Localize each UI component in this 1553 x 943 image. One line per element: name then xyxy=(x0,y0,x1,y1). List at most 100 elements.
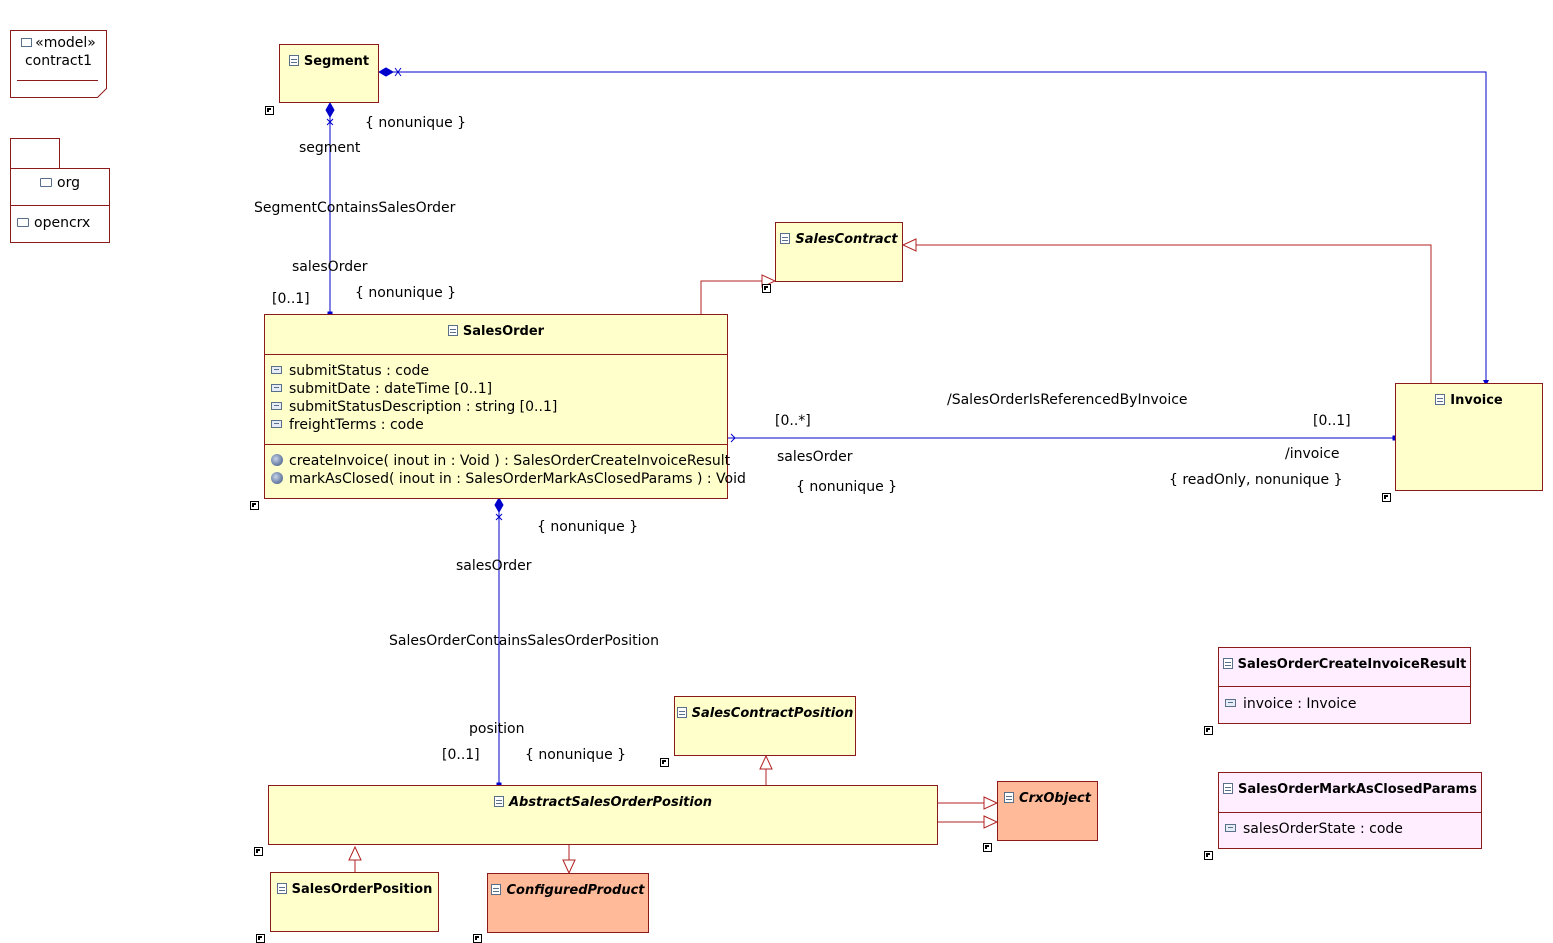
class-title: SalesOrderPosition xyxy=(271,873,438,911)
model-icon xyxy=(21,38,33,47)
shortcut-icon[interactable] xyxy=(1382,493,1391,502)
class-title: ConfiguredProduct xyxy=(488,874,648,912)
class-icon xyxy=(493,796,504,807)
class-salescontractposition[interactable]: SalesContractPosition xyxy=(674,696,856,756)
position-bottom-role: position xyxy=(469,721,525,737)
operation-row[interactable]: markAsClosed( inout in : SalesOrderMarkA… xyxy=(271,470,746,488)
package-name: org xyxy=(11,175,109,191)
shortcut-icon[interactable] xyxy=(265,106,274,115)
attribute-icon xyxy=(271,402,282,410)
operation-icon xyxy=(271,472,283,484)
model-stereotype: «model» xyxy=(11,35,106,51)
model-name: contract1 xyxy=(24,53,93,69)
shortcut-icon[interactable] xyxy=(250,501,259,510)
operation-icon xyxy=(271,454,283,466)
package-child[interactable]: opencrx xyxy=(17,215,90,231)
position-association-name[interactable]: SalesOrderContainsSalesOrderPosition xyxy=(389,633,659,649)
class-icon xyxy=(1004,792,1015,803)
shortcut-icon[interactable] xyxy=(254,847,263,856)
attributes-divider xyxy=(1219,686,1470,687)
model-fold-corner xyxy=(97,88,107,98)
segment-end-constraint: { nonunique } xyxy=(365,115,467,131)
class-title: SalesOrder xyxy=(265,315,727,353)
attribute-row[interactable]: submitStatus : code xyxy=(271,362,429,380)
class-salesorder[interactable]: SalesOrder submitStatus : code submitDat… xyxy=(264,314,746,499)
model-contract1[interactable]: «model» contract1 xyxy=(10,30,107,98)
invoice-right-constraint: { readOnly, nonunique } xyxy=(1169,472,1343,488)
class-title: SalesOrderMarkAsClosedParams xyxy=(1219,773,1481,811)
folder-icon xyxy=(17,218,29,227)
invoice-left-role: salesOrder xyxy=(777,449,853,465)
invoice-left-multiplicity: [0..*] xyxy=(775,413,811,429)
position-top-constraint: { nonunique } xyxy=(537,519,639,535)
salesorder-invoice-edge[interactable] xyxy=(728,433,1398,443)
shortcut-icon[interactable] xyxy=(762,284,771,293)
attributes-divider xyxy=(265,354,727,355)
class-title: CrxObject xyxy=(998,782,1097,820)
position-top-role: salesOrder xyxy=(456,558,532,574)
model-divider xyxy=(17,80,98,81)
attribute-icon xyxy=(1225,699,1236,707)
class-icon xyxy=(780,233,791,244)
class-icon xyxy=(1222,658,1233,669)
class-icon xyxy=(447,325,458,336)
class-configuredproduct[interactable]: ConfiguredProduct xyxy=(487,873,649,933)
shortcut-icon[interactable] xyxy=(1204,726,1213,735)
attribute-row[interactable]: salesOrderState : code xyxy=(1225,820,1403,838)
segment-association-name[interactable]: SegmentContainsSalesOrder xyxy=(254,200,456,216)
attributes-divider xyxy=(1219,812,1481,813)
class-title: SalesContractPosition xyxy=(675,697,855,735)
class-icon xyxy=(676,707,687,718)
shortcut-icon[interactable] xyxy=(1204,851,1213,860)
shortcut-icon[interactable] xyxy=(660,758,669,767)
class-icon xyxy=(491,884,502,895)
segment-role-label: segment xyxy=(299,140,361,156)
salesorder-multiplicity: [0..1] xyxy=(272,291,310,307)
attribute-icon xyxy=(271,420,282,428)
class-title: SalesOrderCreateInvoiceResult xyxy=(1219,648,1470,686)
class-salescontract[interactable]: SalesContract xyxy=(775,222,903,282)
salesorder-contains-position-edge[interactable] xyxy=(494,496,504,788)
operations-divider xyxy=(265,444,727,445)
class-salesorderposition[interactable]: SalesOrderPosition xyxy=(270,872,439,932)
shortcut-icon[interactable] xyxy=(256,934,265,943)
attribute-row[interactable]: freightTerms : code xyxy=(271,416,424,434)
folder-icon xyxy=(40,178,53,187)
attribute-row[interactable]: invoice : Invoice xyxy=(1225,695,1356,713)
operation-row[interactable]: createInvoice( inout in : Void ) : Sales… xyxy=(271,452,730,470)
attribute-row[interactable]: submitStatusDescription : string [0..1] xyxy=(271,398,557,416)
attribute-icon xyxy=(271,366,282,374)
class-icon xyxy=(276,883,287,894)
class-segment[interactable]: Segment xyxy=(279,44,379,103)
invoice-right-role: /invoice xyxy=(1285,446,1340,462)
generalization-edges xyxy=(348,238,1432,875)
class-title: AbstractSalesOrderPosition xyxy=(269,786,937,824)
package-divider xyxy=(11,205,109,206)
package-org[interactable]: org opencrx xyxy=(10,168,110,243)
position-bottom-constraint: { nonunique } xyxy=(525,747,627,763)
class-invoice[interactable]: Invoice xyxy=(1395,383,1543,491)
class-icon xyxy=(1435,394,1446,405)
shortcut-icon[interactable] xyxy=(473,934,482,943)
class-icon xyxy=(1223,783,1234,794)
class-title: Segment xyxy=(280,45,378,83)
invoice-association-name[interactable]: /SalesOrderIsReferencedByInvoice xyxy=(947,392,1188,408)
salesorder-role-label: salesOrder xyxy=(292,259,368,275)
salesorder-end-constraint: { nonunique } xyxy=(355,285,457,301)
attribute-icon xyxy=(1225,824,1236,832)
position-multiplicity: [0..1] xyxy=(442,747,480,763)
struct-salesordermarkasclosedparams[interactable]: SalesOrderMarkAsClosedParams salesOrderS… xyxy=(1218,772,1482,849)
struct-salesordercreateinvoiceresult[interactable]: SalesOrderCreateInvoiceResult invoice : … xyxy=(1218,647,1471,724)
segment-invoice-association[interactable] xyxy=(377,67,1489,386)
invoice-left-constraint: { nonunique } xyxy=(796,479,898,495)
shortcut-icon[interactable] xyxy=(983,843,992,852)
class-abstractsalesorderposition[interactable]: AbstractSalesOrderPosition xyxy=(268,785,938,845)
attribute-row[interactable]: submitDate : dateTime [0..1] xyxy=(271,380,492,398)
class-icon xyxy=(288,55,299,66)
class-title: Invoice xyxy=(1396,384,1542,422)
package-tab xyxy=(10,138,60,169)
invoice-right-multiplicity: [0..1] xyxy=(1313,413,1351,429)
class-crxobject[interactable]: CrxObject xyxy=(997,781,1098,841)
class-title: SalesContract xyxy=(776,223,902,261)
attribute-icon xyxy=(271,384,282,392)
